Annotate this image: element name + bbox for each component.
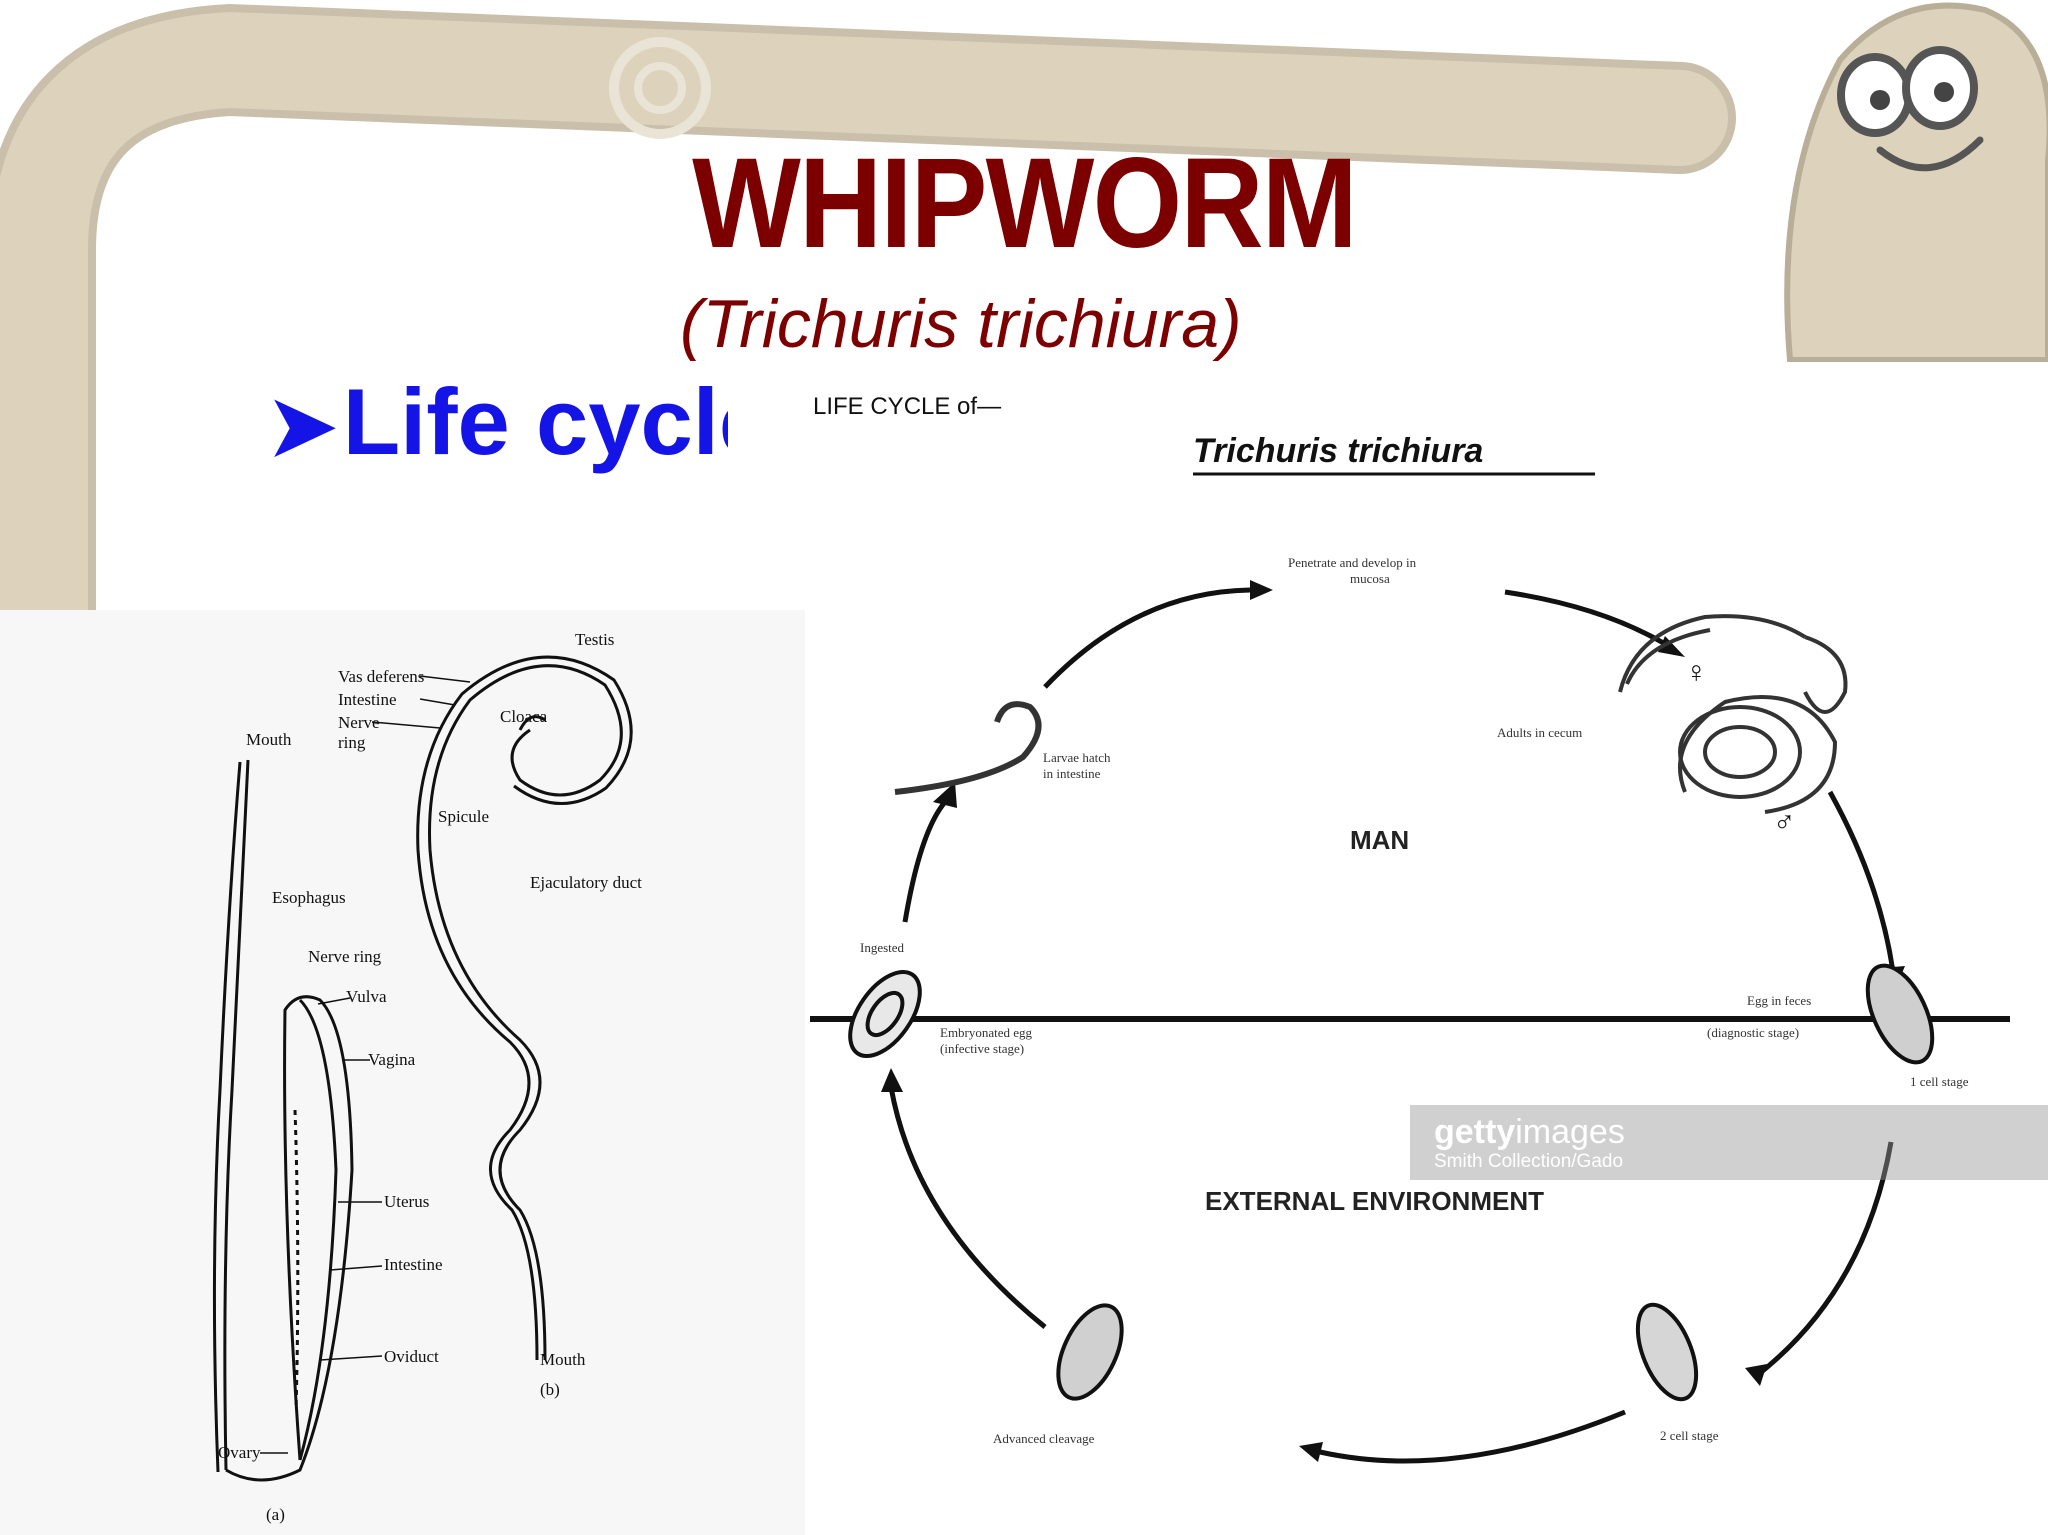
stage-ingested: Ingested (860, 940, 905, 955)
label-ring: ring (338, 733, 366, 752)
stage-advanced-cleavage: Advanced cleavage (993, 1431, 1095, 1446)
male-symbol-icon: ♂ (1773, 806, 1796, 839)
label-nerve-ring: Nerve ring (308, 947, 382, 966)
slide-title: WHIPWORM (692, 132, 1358, 275)
life-cycle-bullet: ➤Life cycle (268, 368, 728, 476)
label-fig-a: (a) (266, 1505, 285, 1524)
stage-penetrate-line2: mucosa (1350, 571, 1390, 586)
adult-worms-drawing (1618, 614, 1848, 814)
female-symbol-icon: ♀ (1685, 656, 1708, 689)
label-oviduct: Oviduct (384, 1347, 439, 1366)
getty-logo: gettyimages (1434, 1113, 1625, 1151)
larva-drawing (894, 701, 1042, 795)
stage-two-cell: 2 cell stage (1660, 1428, 1719, 1443)
label-uterus: Uterus (384, 1192, 429, 1211)
arrow-bullet-icon: ➤ (268, 381, 337, 472)
label-ovary: Ovary (218, 1443, 261, 1462)
label-intestine-female: Intestine (384, 1255, 443, 1274)
stage-adults: Adults in cecum (1497, 725, 1582, 740)
stage-one-cell: 1 cell stage (1910, 1074, 1969, 1089)
whipworm-anatomy-figure: Testis Vas deferens Intestine Nerve ring… (0, 610, 805, 1535)
stage-larvae-line1: Larvae hatch (1043, 750, 1111, 765)
male-worm-drawing (416, 655, 633, 1361)
label-fig-b: (b) (540, 1380, 560, 1399)
getty-watermark: gettyimages Smith Collection/Gado (1410, 1105, 2048, 1180)
label-nerve: Nerve (338, 713, 380, 732)
stage-embryonated-line2: (infective stage) (940, 1041, 1024, 1056)
stage-egg-feces-line2: (diagnostic stage) (1707, 1025, 1799, 1040)
stage-egg-feces-line1: Egg in feces (1747, 993, 1811, 1008)
anatomy-leader-lines (260, 675, 471, 1454)
life-cycle-diagram: LIFE CYCLE of— Trichuris trichiura ♀ ♂ (805, 362, 2048, 1535)
label-vagina: Vagina (368, 1050, 416, 1069)
stage-larvae-line2: in intestine (1043, 766, 1101, 781)
label-vas-deferens: Vas deferens (338, 667, 424, 686)
getty-credit: Smith Collection/Gado (1434, 1151, 1624, 1172)
egg-drawings (848, 963, 1935, 1402)
label-intestine-male: Intestine (338, 690, 397, 709)
stage-penetrate-line1: Penetrate and develop in (1288, 555, 1417, 570)
bullet-text: Life cycle (342, 369, 728, 474)
label-ejaculatory-duct: Ejaculatory duct (530, 873, 642, 892)
cycle-species-title: Trichuris trichiura (1193, 432, 1483, 470)
cycle-heading: LIFE CYCLE of— (813, 393, 1001, 420)
zone-man: MAN (1350, 825, 1409, 855)
stage-embryonated-line1: Embryonated egg (940, 1025, 1033, 1040)
female-worm-drawing (212, 759, 354, 1482)
label-mouth-female: Mouth (246, 730, 292, 749)
label-spicule: Spicule (438, 807, 489, 826)
label-vulva: Vulva (346, 987, 387, 1006)
slide-subtitle: (Trichuris trichiura) (680, 286, 1242, 362)
label-mouth-male: Mouth (540, 1350, 586, 1369)
label-esophagus: Esophagus (272, 888, 346, 907)
label-testis: Testis (575, 630, 614, 649)
zone-external-environment: EXTERNAL ENVIRONMENT (1205, 1186, 1544, 1216)
label-cloaca: Cloaca (500, 707, 548, 726)
